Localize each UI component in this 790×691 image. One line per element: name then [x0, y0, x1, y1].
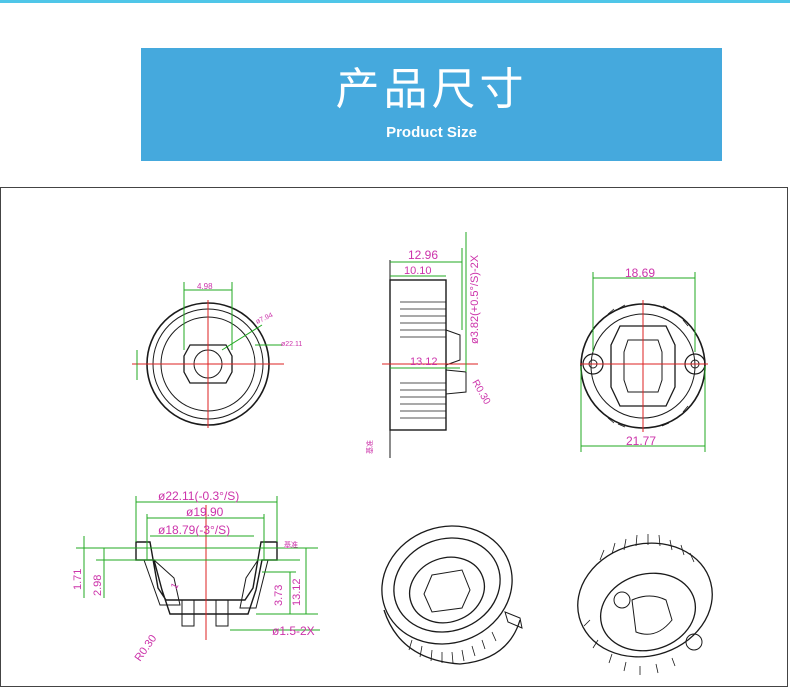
section-dim-angle: 1 [169, 581, 182, 592]
section-view: ø22.11(-0.3°/S) ø19.90 ø18.79(-3°/S) 1.7… [72, 489, 320, 664]
title-banner: 产品尺寸 Product Size [141, 48, 722, 161]
section-dim-4: 13.12 [291, 578, 303, 606]
isometric-view-back [577, 534, 713, 675]
back-view: 18.69 21.77 [580, 266, 708, 452]
side-view: 12.96 10.10 13.12 ø3.82(+0.5°/S)-2X R0.3… [365, 232, 492, 458]
side-note: 基准 [365, 440, 374, 454]
section-dim-outer: ø22.11(-0.3°/S) [158, 489, 239, 503]
banner-title: 产品尺寸 [335, 64, 528, 115]
section-note: 基准 [284, 540, 298, 549]
side-dim-radius: R0.30 [469, 378, 492, 407]
front-dim-inner: ø7.94 [255, 312, 274, 326]
side-dim-body: 10.10 [404, 265, 432, 277]
back-dim-top: 18.69 [625, 266, 655, 280]
banner-subtitle: Product Size [386, 124, 477, 141]
side-dim-height: 13.12 [410, 356, 438, 368]
side-dim-pin: ø3.82(+0.5°/S)-2X [469, 254, 481, 344]
section-dim-inner: ø18.79(-3°/S) [158, 523, 230, 537]
section-dim-pin: ø1.5-2X [272, 624, 315, 638]
section-dim-radius: R0.30 [133, 633, 160, 664]
front-dim-width: 4.98 [197, 282, 213, 291]
section-dim-mid: ø19.90 [186, 505, 224, 519]
section-dim-2: 2.98 [92, 575, 104, 596]
side-dim-total: 12.96 [408, 248, 438, 262]
front-view: 4.98 ø7.94 ø22.11 [132, 282, 302, 428]
back-dim-bottom: 21.77 [626, 434, 656, 448]
top-accent-line [0, 0, 790, 3]
section-dim-1: 1.71 [72, 569, 84, 590]
isometric-view-front [381, 525, 523, 665]
section-dim-3: 3.73 [273, 585, 285, 606]
drawing-frame [0, 187, 788, 687]
front-dim-outer: ø22.11 [281, 341, 302, 348]
